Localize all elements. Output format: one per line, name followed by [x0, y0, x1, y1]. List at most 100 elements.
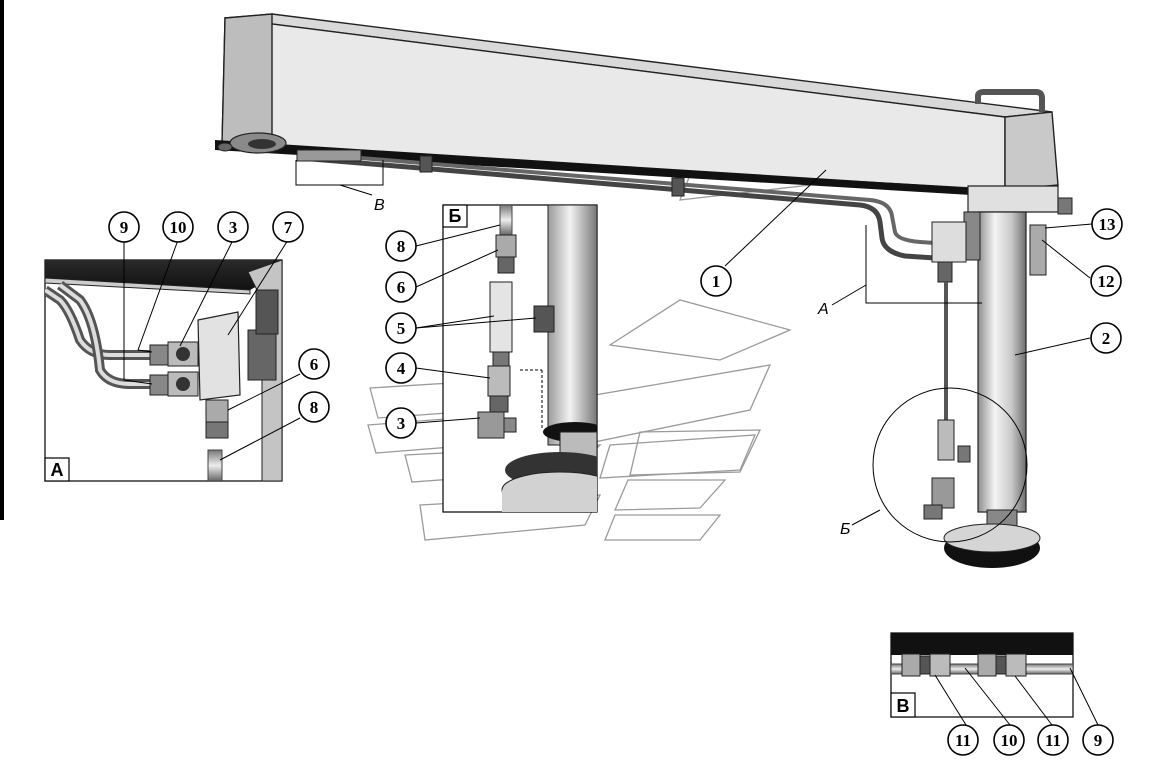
valve-block-7: [197, 311, 241, 401]
callout-a-7: 7: [272, 211, 304, 243]
beam-edge: [45, 277, 251, 295]
svg-text:9: 9: [1094, 731, 1103, 750]
callout-13: 13: [1091, 208, 1123, 240]
pipe-upper: [299, 151, 936, 245]
pipe-fittings: [296, 149, 362, 162]
svg-text:6: 6: [310, 355, 319, 374]
cylinder-body: [547, 205, 597, 446]
callout-v-11a: 11: [947, 724, 979, 756]
callout-a-10: 10: [162, 211, 194, 243]
svg-text:13: 13: [1099, 215, 1116, 234]
pipe-tee: [931, 477, 955, 509]
plate-bolt: [1057, 197, 1073, 215]
beam-left-end: [221, 13, 273, 146]
callout-a-3: 3: [217, 211, 249, 243]
leader-13: [1044, 223, 1093, 229]
callout-1: 1: [700, 265, 732, 297]
foot-pad-top: [943, 523, 1041, 553]
view-v-leader: [339, 184, 373, 196]
callout-a-9: 9: [108, 211, 140, 243]
cylinder-nipple: [957, 445, 971, 463]
view-label-a: А: [817, 301, 829, 318]
view-b-leader: [851, 509, 881, 526]
fitting-11: [977, 653, 997, 677]
svg-text:8: 8: [310, 398, 319, 417]
inset-b: [415, 204, 598, 513]
svg-text:12: 12: [1098, 272, 1115, 291]
svg-text:4: 4: [397, 359, 406, 378]
fitting-4: [487, 365, 511, 397]
mounting-plate: [967, 185, 1059, 213]
fitting: [149, 374, 169, 396]
callout-v-9: 9: [1082, 724, 1114, 756]
callout-b-4: 4: [385, 352, 417, 384]
inset-v: [890, 632, 1099, 726]
port-nut: [255, 289, 279, 335]
pipe-8-b: [499, 205, 513, 236]
callout-b-3: 3: [385, 407, 417, 439]
svg-text:10: 10: [170, 218, 187, 237]
inset-a-label: А: [44, 457, 70, 482]
cylinder-port: [1029, 224, 1047, 276]
svg-text:7: 7: [284, 218, 293, 237]
beam-bottom-edge: [215, 140, 1005, 197]
leader-1: [724, 169, 827, 267]
svg-text:2: 2: [1102, 329, 1111, 348]
pipe-fitting-lower: [937, 419, 955, 461]
callout-b-6: 6: [385, 271, 417, 303]
svg-text:9: 9: [120, 218, 129, 237]
beam-end-face: [1004, 111, 1059, 191]
svg-text:11: 11: [1045, 731, 1061, 750]
pivot-boss: [217, 142, 233, 152]
inset-b-label: Б: [442, 204, 468, 228]
svg-text:8: 8: [397, 237, 406, 256]
boss: [247, 329, 277, 381]
callout-v-11b: 11: [1037, 724, 1069, 756]
valve-fitting: [937, 261, 953, 283]
callout-a-6: 6: [298, 348, 330, 380]
pipe-lower: [299, 155, 936, 261]
svg-text:10: 10: [1001, 731, 1018, 750]
fitting-6: [205, 399, 229, 423]
callout-v-10: 10: [993, 724, 1025, 756]
view-b-circle: [872, 387, 1028, 543]
fitting: [149, 344, 169, 366]
callout-b-5: 5: [385, 312, 417, 344]
svg-text:5: 5: [397, 319, 406, 338]
view-label-b: Б: [840, 521, 850, 538]
fitting-6-b: [495, 234, 517, 258]
hydraulic-cylinder: [977, 211, 1027, 513]
view-a-bracket: [865, 225, 982, 304]
beam-side-face: [221, 17, 1006, 191]
svg-text:6: 6: [397, 278, 406, 297]
svg-text:В: В: [897, 696, 910, 716]
leader-12: [1041, 239, 1091, 279]
svg-text:3: 3: [229, 218, 238, 237]
valve-block: [931, 221, 967, 263]
view-v-bracket: [295, 160, 384, 186]
adapter-5: [489, 281, 513, 353]
boom-assembly: [215, 13, 1073, 568]
svg-text:3: 3: [397, 414, 406, 433]
pivot-hole: [248, 139, 276, 149]
tee-3: [477, 411, 505, 439]
pipe-8: [207, 449, 223, 481]
pipe-clamp: [419, 155, 433, 173]
svg-text:11: 11: [955, 731, 971, 750]
callout-2: 2: [1090, 322, 1122, 354]
view-label-v: В: [374, 197, 385, 214]
callout-12: 12: [1090, 265, 1122, 297]
callout-a-8: 8: [298, 391, 330, 423]
inset-v-label: В: [890, 692, 916, 718]
leader-2: [1014, 337, 1091, 356]
svg-text:Б: Б: [449, 206, 462, 226]
lifting-handle: [975, 89, 1045, 112]
view-a-leader: [831, 284, 867, 306]
svg-text:А: А: [51, 460, 64, 480]
pipe-elbow: [923, 504, 943, 520]
inset-a: [44, 239, 301, 482]
fitting-11: [901, 653, 921, 677]
beam-underside: [45, 260, 282, 290]
pipe-clamp: [671, 177, 685, 197]
